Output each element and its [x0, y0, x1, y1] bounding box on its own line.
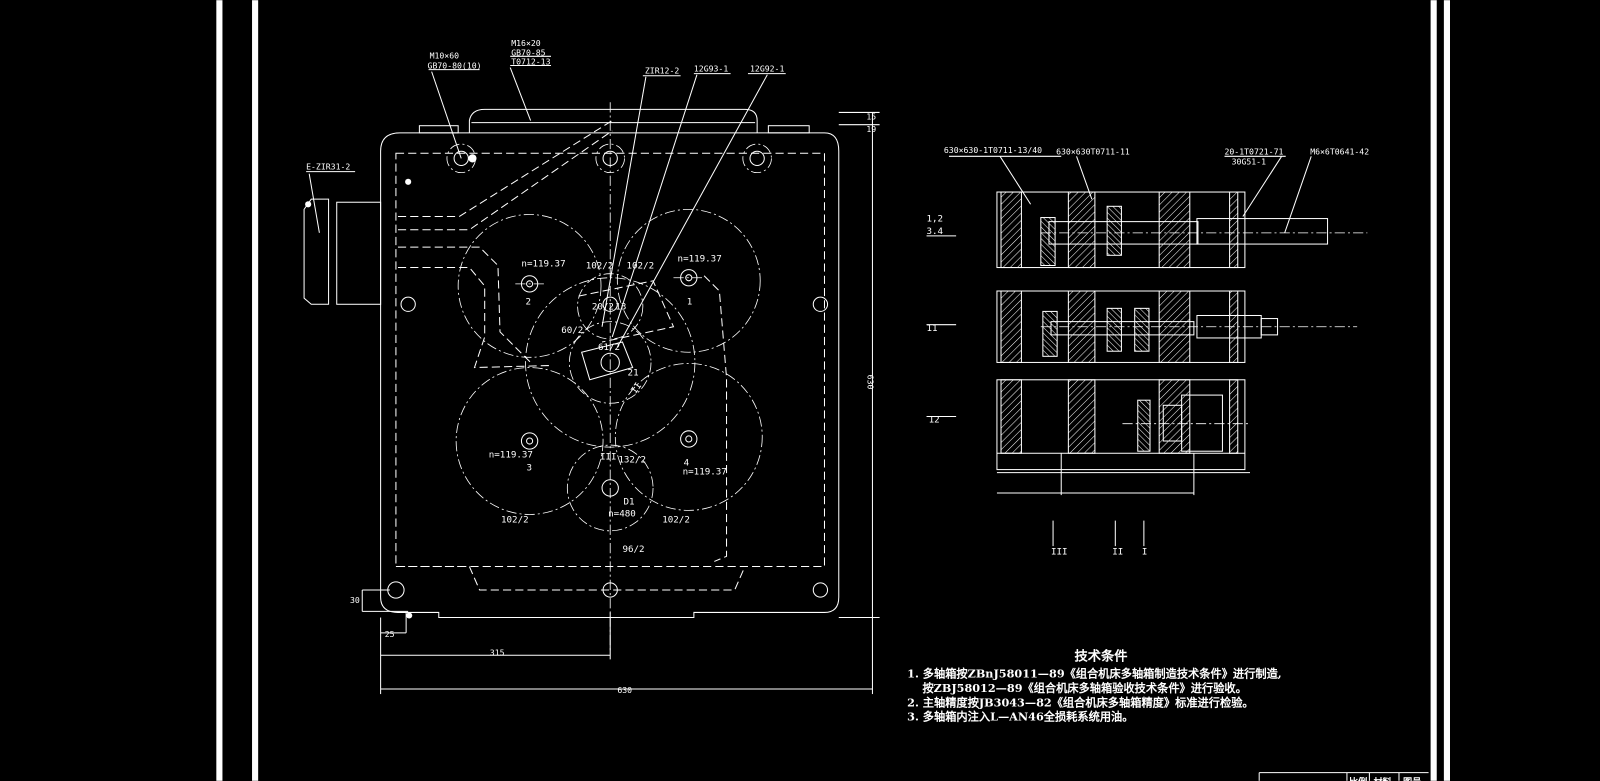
svg-text:n=480: n=480	[608, 509, 636, 520]
svg-text:12: 12	[929, 415, 940, 426]
leader-lines	[306, 55, 786, 348]
svg-text:30: 30	[350, 595, 360, 605]
svg-text:n=119.37: n=119.37	[683, 467, 727, 478]
callout-gear-part-2: 12G92-1	[750, 64, 784, 74]
svg-text:II: II	[629, 381, 644, 396]
svg-text:n=119.37: n=119.37	[489, 449, 533, 460]
svg-text:20/2: 20/2	[592, 301, 614, 312]
svg-text:630×630T0711-11: 630×630T0711-11	[1056, 146, 1130, 156]
svg-text:材料: 材料	[1373, 776, 1392, 781]
callout-cover-part: T0712-13	[511, 56, 550, 66]
svg-text:61/2: 61/2	[598, 342, 620, 353]
gear-circles	[455, 102, 763, 654]
svg-text:n=119.37: n=119.37	[678, 253, 722, 264]
svg-text:3: 3	[527, 463, 533, 474]
svg-text:630: 630	[865, 375, 875, 390]
svg-text:4: 4	[684, 458, 690, 469]
svg-text:I: I	[1142, 546, 1148, 557]
bolt-holes	[305, 143, 829, 619]
svg-text:1: 1	[687, 296, 693, 307]
tech-note-2: 2. 主轴精度按JB3043—82《组合机床多轴箱精度》标准进行检验。	[907, 695, 1254, 709]
callout-bolt-m10: M10×60	[430, 50, 460, 60]
svg-text:III: III	[600, 451, 617, 462]
section-views	[926, 155, 1368, 547]
section-callouts: 630×630-1T0711-13/40 630×630T0711-11 20-…	[927, 145, 1370, 557]
svg-text:II: II	[1112, 546, 1123, 557]
callout-bolt-m10-std: GB70-80(10)	[428, 61, 482, 71]
svg-text:96/2: 96/2	[622, 544, 644, 555]
svg-text:15: 15	[866, 112, 876, 122]
svg-text:60/2: 60/2	[561, 325, 583, 336]
svg-text:102/2: 102/2	[501, 515, 529, 526]
tech-notes-title: 技术条件	[1074, 647, 1127, 664]
svg-text:132/2: 132/2	[618, 454, 646, 465]
svg-text:比例: 比例	[1349, 776, 1367, 781]
svg-text:III: III	[1051, 546, 1068, 557]
svg-text:21: 21	[628, 368, 639, 379]
callout-handle-part: E-ZIR31-2	[306, 162, 350, 172]
callout-bolt-m16-std: GB70-85	[511, 47, 545, 57]
svg-text:13: 13	[615, 301, 626, 312]
svg-text:102/2: 102/2	[586, 261, 614, 272]
dimensions: 15 19 630 30 25 315 630	[350, 112, 880, 695]
gear-labels: n=119.37 2 n=119.37 1 102/2 102/2 20/2 1…	[489, 253, 727, 555]
tech-note-3: 3. 多轴箱内注入L—AN46全损耗系统用油。	[907, 710, 1133, 724]
callout-pump-part: ZIR12-2	[645, 66, 679, 76]
svg-text:19: 19	[866, 124, 876, 134]
callout-bolt-m16: M16×20	[511, 38, 541, 48]
callout-gear-part-1: 12G93-1	[694, 64, 728, 74]
title-block: 比例 材料 图号	[1258, 772, 1429, 781]
svg-text:图号: 图号	[1403, 777, 1421, 781]
svg-text:30G51-1: 30G51-1	[1232, 156, 1266, 166]
svg-text:1,2: 1,2	[927, 214, 944, 225]
svg-text:2: 2	[526, 296, 532, 307]
svg-text:630: 630	[617, 685, 632, 695]
svg-text:25: 25	[385, 629, 395, 639]
front-view-gearbox: M10×60 GB70-80(10) M16×20 GB70-85 T0712-…	[303, 38, 880, 695]
svg-text:11: 11	[927, 323, 938, 334]
svg-text:102/2: 102/2	[627, 261, 655, 272]
tech-note-1: 1. 多轴箱按ZBnJ58011—89《组合机床多轴箱制造技术条件》进行制造,	[907, 667, 1282, 681]
svg-text:D1: D1	[623, 496, 634, 507]
tech-note-1b: 按ZBJ58012—89《组合机床多轴箱验收技术条件》进行验收。	[922, 681, 1246, 695]
technical-requirements: 技术条件 1. 多轴箱按ZBnJ58011—89《组合机床多轴箱制造技术条件》进…	[907, 647, 1282, 723]
svg-text:n=119.37: n=119.37	[521, 259, 565, 270]
svg-text:3.4: 3.4	[927, 226, 944, 237]
svg-text:20-1T0721-71: 20-1T0721-71	[1224, 146, 1283, 156]
svg-text:315: 315	[490, 647, 505, 657]
drawing-frame	[216, 0, 1450, 781]
side-handle	[303, 198, 382, 305]
svg-text:M6×6T0641-42: M6×6T0641-42	[1310, 146, 1369, 156]
svg-text:102/2: 102/2	[662, 515, 690, 526]
svg-text:630×630-1T0711-13/40: 630×630-1T0711-13/40	[944, 145, 1042, 155]
